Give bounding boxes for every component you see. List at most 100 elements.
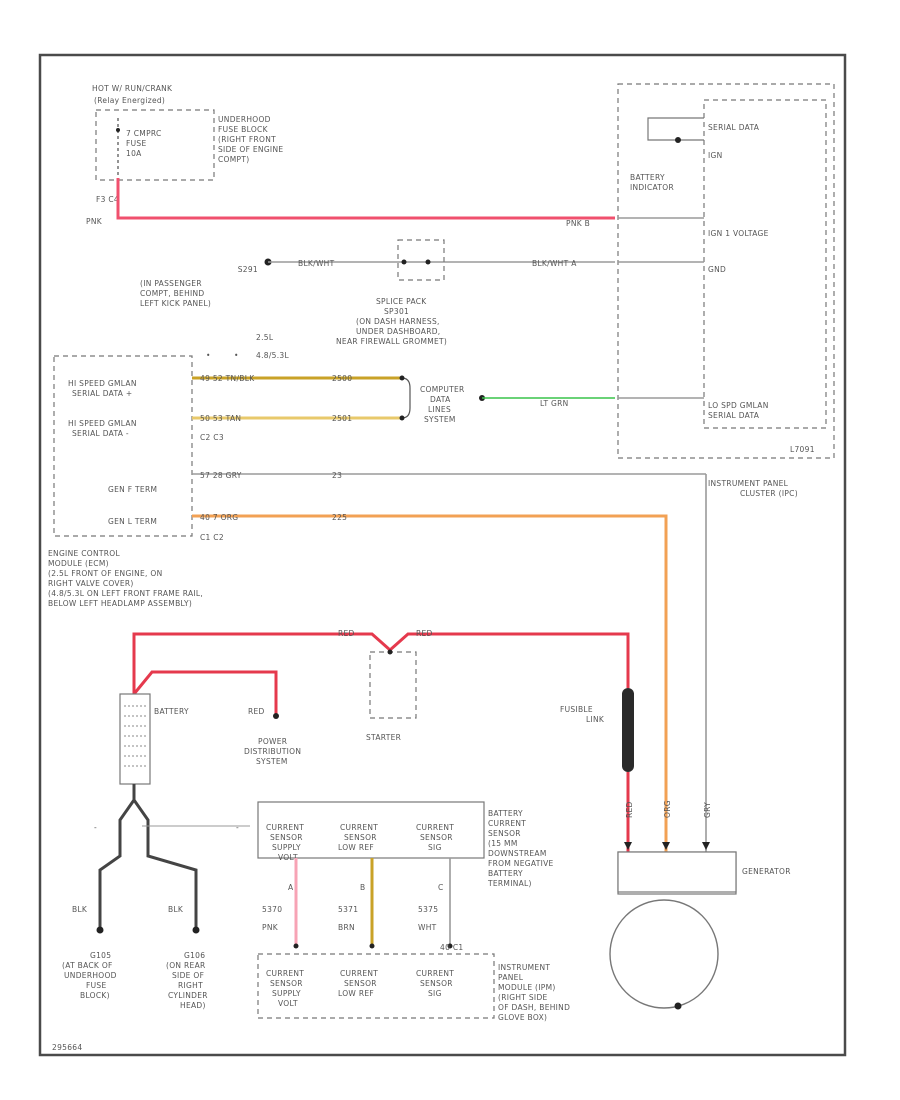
arrow-red xyxy=(624,842,632,850)
bi-ign-label: IGN xyxy=(708,151,723,160)
bi-ign-voltage-label: IGN 1 VOLTAGE xyxy=(708,229,769,238)
hs-plus-wire-label: 49 52 TN/BLK xyxy=(200,374,255,383)
sig-pin-node xyxy=(447,943,453,949)
fuse-node xyxy=(116,128,120,132)
bi-gnd-label: GND xyxy=(708,265,726,274)
battery-indicator-node xyxy=(675,137,681,143)
gen-f-wire-num: 23 xyxy=(332,471,342,480)
hs-plus-wire-num: 2500 xyxy=(332,374,352,383)
ipm-box xyxy=(257,953,495,1019)
starter-box xyxy=(369,651,417,719)
pin-marker-2: • xyxy=(234,351,239,360)
wire-red-vertical: RED xyxy=(625,801,634,818)
blk-label-2: BLK xyxy=(168,905,184,914)
red-label-3: RED xyxy=(248,707,265,716)
ecm-pins-c1c2: C1 C2 xyxy=(200,533,224,542)
fuse-block-pins: F3 C4 xyxy=(96,195,119,204)
starter-node xyxy=(387,649,393,655)
gen-l-wire xyxy=(192,514,668,852)
pds-node xyxy=(273,713,279,719)
gen-l-wire-label: 40 7 ORG xyxy=(200,513,238,522)
fuse-block-box xyxy=(95,109,215,181)
relay-energized-label: (Relay Energized) xyxy=(94,96,165,105)
g106-node xyxy=(192,926,200,934)
hs-minus-wire-label: 50 53 TAN xyxy=(200,414,241,423)
battery-indicator-inner-box xyxy=(703,99,827,429)
figure-id: 295664 xyxy=(52,1043,82,1052)
splice-pack-node-2 xyxy=(425,259,431,265)
battery-negative-cable xyxy=(98,784,198,930)
generator-label: GENERATOR xyxy=(742,867,791,876)
pin-marker-1: • xyxy=(206,351,211,360)
arrow-org xyxy=(662,842,670,850)
ecm-gen-f-label: GEN F TERM xyxy=(108,485,157,494)
splice-pack-node-1 xyxy=(401,259,407,265)
blk-wht-label-2: BLK/WHT A xyxy=(532,259,577,268)
hs-minus-end xyxy=(399,415,405,421)
bi-serial-data-label: SERIAL DATA xyxy=(708,123,760,132)
ipm-pins-label: 40 C1 xyxy=(440,943,463,952)
pnk-wire-label: PNK xyxy=(86,217,103,226)
green-wire-label: LT GRN xyxy=(540,399,569,408)
wire-gry-vertical: GRY xyxy=(703,802,712,818)
blk-label-1: BLK xyxy=(72,905,88,914)
supply-pin-node xyxy=(293,943,299,949)
pin-c-label: C xyxy=(438,883,444,892)
battery-body xyxy=(119,693,151,785)
starter-label: STARTER xyxy=(366,733,401,742)
hs-minus-wire-num: 2501 xyxy=(332,414,352,423)
red-label-2: RED xyxy=(416,629,433,638)
splice-pack-box xyxy=(397,239,445,281)
arrow-gry xyxy=(702,842,710,850)
gen-f-wire-label: 57 28 GRY xyxy=(200,471,242,480)
red-label-1: RED xyxy=(338,629,355,638)
data-bus-bracket xyxy=(401,377,411,419)
generator-top-cover xyxy=(617,851,737,893)
lowref-pin-node xyxy=(369,943,375,949)
battery-main-red-wire xyxy=(132,632,630,694)
battery-label: BATTERY xyxy=(154,707,189,716)
engine-25-label: 2.5L xyxy=(256,333,274,342)
ecm-pins-c2c3: C2 C3 xyxy=(200,433,224,442)
pds-red-wire xyxy=(132,670,278,714)
generator-ground-node xyxy=(674,1002,682,1010)
sensor-leader-mark: - xyxy=(236,823,239,832)
blk-wht-label-1: BLK/WHT xyxy=(298,259,335,268)
ecm-box xyxy=(53,355,193,537)
engine-448-label: 4.8/5.3L xyxy=(256,351,289,360)
pin-a-label: A xyxy=(288,883,294,892)
gen-l-wire-num: 225 xyxy=(332,513,347,522)
generator-body xyxy=(609,899,719,1009)
ecm-gen-l-label: GEN L TERM xyxy=(108,517,157,526)
sensor-leader-tick: - xyxy=(94,823,97,832)
wire-org-vertical: ORG xyxy=(663,800,672,818)
battery-indicator-box xyxy=(617,83,835,459)
hot-at-label: HOT W/ RUN/CRANK xyxy=(92,84,173,93)
hs-plus-end xyxy=(399,375,405,381)
bi-ref-label: L7091 xyxy=(790,445,815,454)
g105-node xyxy=(96,926,104,934)
